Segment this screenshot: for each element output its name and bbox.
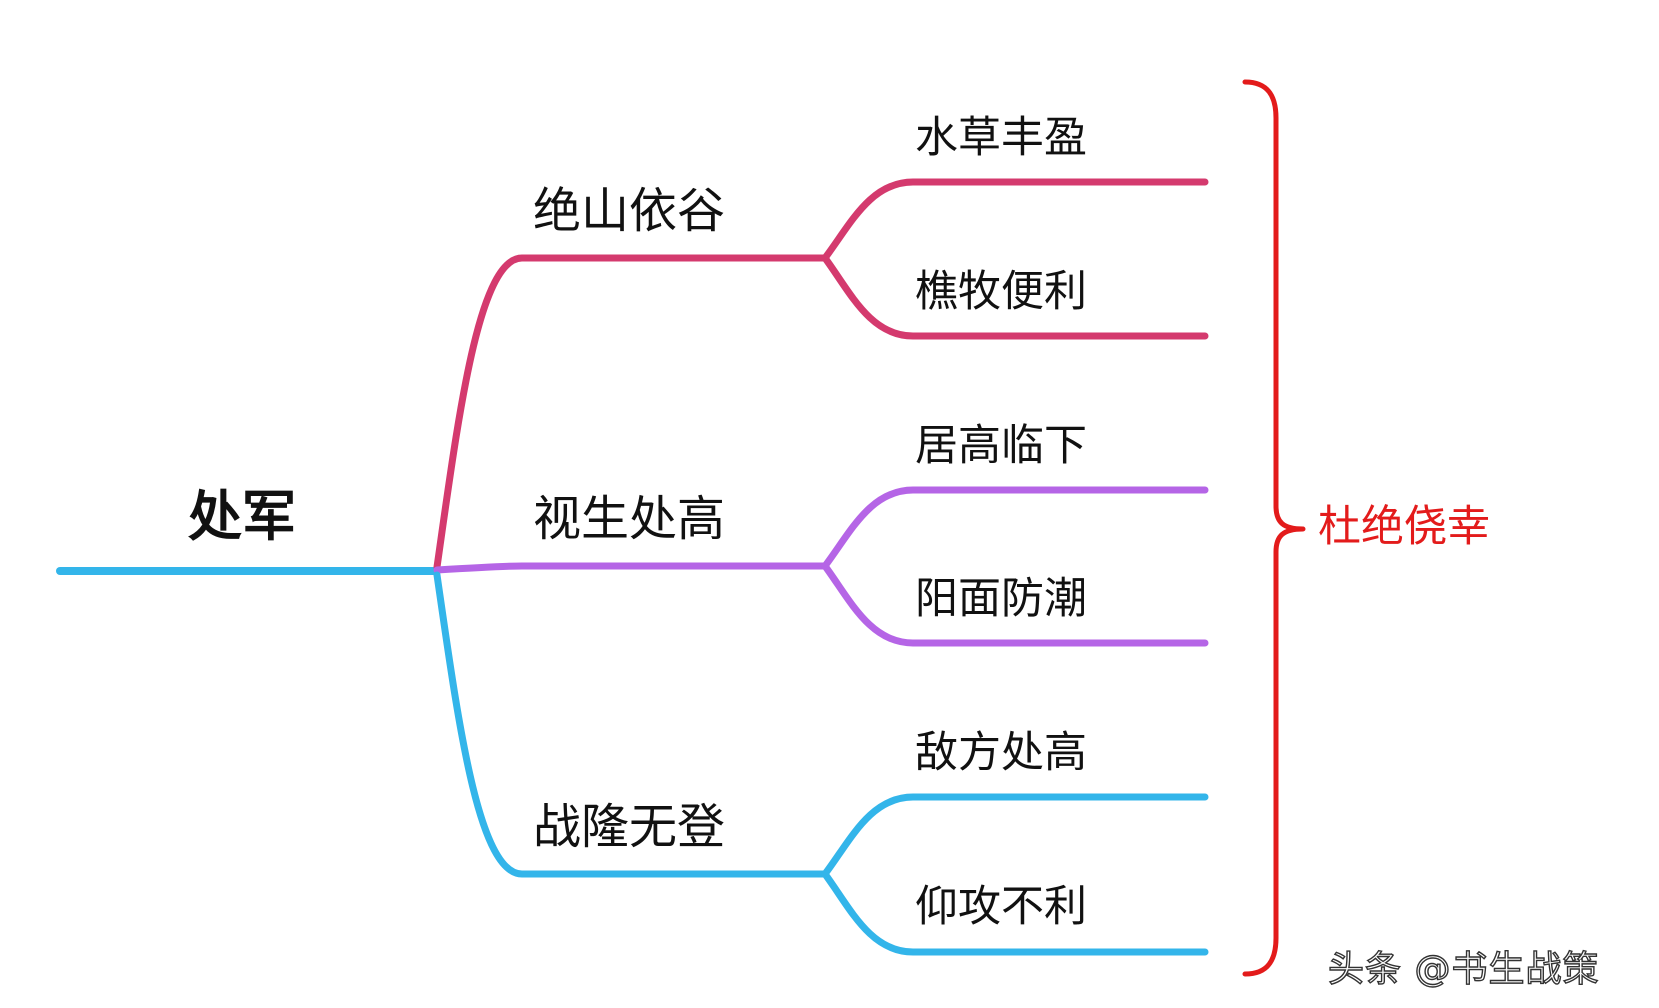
branch-2-connector (433, 562, 829, 574)
branch-2-child-1-line (821, 486, 1209, 570)
branch-3-connector (433, 571, 829, 878)
branch-3-child-2-line (821, 870, 1209, 956)
root-label: 处军 (188, 485, 296, 548)
branch-1-child-1-label: 水草丰盈 (915, 113, 1087, 163)
branch-3-child-2-label: 仰攻不利 (915, 882, 1087, 932)
branch-1-label: 绝山依谷 (533, 183, 726, 239)
branch-1-child-2-line (821, 254, 1209, 340)
summary-brace (1242, 79, 1306, 977)
branch-1-connector (433, 254, 829, 571)
branch-3-label: 战隆无登 (533, 799, 726, 855)
branch-3-child-1-line (821, 793, 1209, 878)
branch-3-child-1-label: 敌方处高 (915, 728, 1087, 778)
branch-2-child-1-label: 居高临下 (915, 421, 1087, 471)
branch-2-child-2-line (821, 562, 1209, 647)
branch-1-child-2-label: 樵牧便利 (915, 267, 1087, 317)
branch-2-child-2-label: 阳面防潮 (915, 574, 1087, 624)
summary-label: 杜绝侥幸 (1318, 502, 1490, 552)
watermark: 头条 @书生战策 (1327, 948, 1600, 990)
branch-1-child-1-line (821, 178, 1209, 262)
branch-2-label: 视生处高 (533, 491, 726, 547)
